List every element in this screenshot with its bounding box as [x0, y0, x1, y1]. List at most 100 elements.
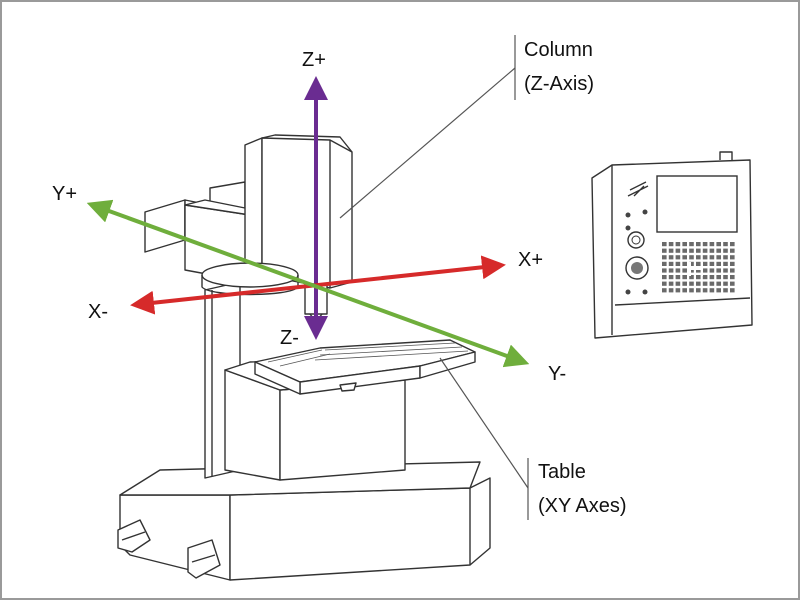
keypad-key	[730, 281, 735, 286]
pendant-keypad	[662, 242, 735, 293]
mill-machine	[117, 134, 491, 581]
keypad-key	[675, 261, 681, 266]
keypad-key	[716, 261, 721, 266]
keypad-key	[716, 275, 721, 280]
keypad-key	[689, 261, 694, 266]
keypad-key	[730, 261, 735, 266]
keypad-key	[716, 281, 721, 286]
keypad-key	[696, 288, 701, 293]
keypad-key	[723, 261, 728, 266]
x-minus-label: X-	[88, 301, 108, 323]
table-axes-label: (XY Axes)	[538, 495, 627, 517]
pendant-button	[625, 225, 631, 231]
z-minus-label: Z-	[280, 327, 299, 349]
keypad-key	[675, 248, 681, 253]
keypad-key	[716, 268, 721, 273]
keypad-key	[662, 255, 667, 260]
keypad-key	[716, 255, 721, 260]
keypad-key	[689, 255, 694, 260]
pendant-button	[642, 209, 648, 215]
column-axis-label: (Z-Axis)	[524, 73, 594, 95]
keypad-key	[702, 268, 708, 273]
haas-logo-icon	[627, 181, 649, 197]
pendant-button	[625, 212, 631, 218]
keypad-key	[662, 275, 667, 280]
column-callout	[339, 35, 516, 219]
keypad-key	[696, 275, 701, 280]
keypad-key	[723, 248, 728, 253]
keypad-key	[689, 288, 694, 293]
keypad-key	[682, 288, 687, 293]
keypad-key	[668, 255, 674, 260]
keypad-key	[716, 248, 721, 253]
keypad-key	[696, 261, 701, 266]
keypad-key	[723, 275, 728, 280]
keypad-key	[668, 242, 674, 247]
keypad-key	[716, 242, 721, 247]
keypad-key	[675, 275, 681, 280]
keypad-key	[662, 281, 667, 286]
keypad-key	[716, 288, 721, 293]
keypad-key	[730, 275, 735, 280]
keypad-key	[702, 242, 708, 247]
keypad-key	[730, 288, 735, 293]
keypad-key	[709, 268, 715, 273]
keypad-key	[668, 288, 674, 293]
keypad-key	[682, 268, 687, 273]
keypad-key	[702, 261, 708, 266]
keypad-key	[709, 242, 715, 247]
keypad-key	[696, 281, 701, 286]
pendant-button	[625, 289, 631, 295]
keypad-key	[723, 268, 728, 273]
keypad-key	[723, 255, 728, 260]
keypad-key	[662, 261, 667, 266]
column-label: Column	[524, 39, 593, 61]
pendant-knob	[627, 231, 645, 249]
keypad-key	[709, 255, 715, 260]
keypad-key	[675, 242, 681, 247]
keypad-key	[730, 268, 735, 273]
keypad-key	[696, 242, 701, 247]
keypad-key	[668, 281, 674, 286]
keypad-key	[668, 275, 674, 280]
keypad-key	[682, 255, 687, 260]
keypad-key	[682, 281, 687, 286]
keypad-key	[723, 242, 728, 247]
y-plus-label: Y+	[52, 183, 77, 205]
keypad-h-mark	[689, 262, 703, 276]
keypad-key	[730, 255, 735, 260]
keypad-key	[702, 281, 708, 286]
keypad-key	[662, 248, 667, 253]
keypad-key	[709, 288, 715, 293]
x-plus-label: X+	[518, 249, 543, 271]
keypad-key	[709, 275, 715, 280]
keypad-key	[709, 248, 715, 253]
table-callout	[439, 357, 529, 520]
keypad-key	[702, 275, 708, 280]
keypad-key	[675, 281, 681, 286]
keypad-key	[682, 242, 687, 247]
y-minus-label: Y-	[548, 363, 566, 385]
keypad-key	[689, 268, 694, 273]
keypad-key	[682, 261, 687, 266]
machine-base	[117, 461, 491, 581]
keypad-key	[689, 242, 694, 247]
pendant-button	[642, 289, 648, 295]
keypad-key	[723, 281, 728, 286]
keypad-key	[696, 268, 701, 273]
y-axis-arrow	[86, 199, 530, 368]
keypad-key	[709, 261, 715, 266]
keypad-key	[668, 268, 674, 273]
keypad-key	[662, 288, 667, 293]
keypad-key	[668, 261, 674, 266]
keypad-key	[689, 248, 694, 253]
keypad-key	[662, 268, 667, 273]
keypad-key	[709, 281, 715, 286]
keypad-key	[696, 248, 701, 253]
keypad-key	[702, 255, 708, 260]
keypad-key	[702, 288, 708, 293]
keypad-key	[675, 288, 681, 293]
keypad-key	[723, 288, 728, 293]
